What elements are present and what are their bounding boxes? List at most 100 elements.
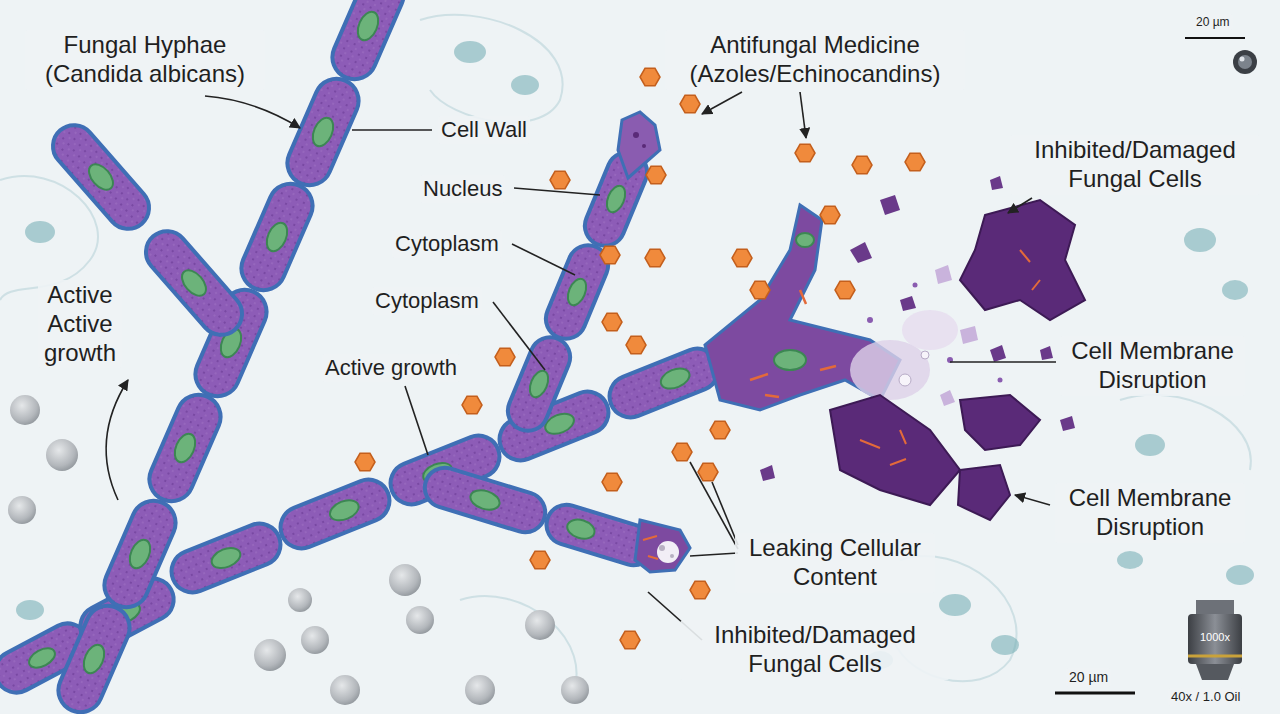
growth-label: Active Active growth	[38, 280, 122, 368]
antifungal-molecules	[640, 68, 660, 85]
damaged-cells	[633, 132, 639, 138]
fungal-hypha	[80, 642, 108, 677]
antifungal-molecules	[690, 581, 710, 598]
antifungal-molecules	[550, 171, 570, 188]
fungal-hypha	[658, 365, 693, 393]
growth-label: Active growth	[322, 354, 460, 382]
part-label: Leaking Cellular Content	[735, 533, 935, 593]
leader-lines	[702, 92, 742, 114]
leader-lines	[690, 462, 738, 549]
tissue-background	[454, 41, 486, 63]
damaged-cells	[850, 242, 872, 263]
scale-label: 20 µm	[1193, 14, 1233, 30]
antifungal-molecules	[820, 206, 840, 223]
part-label: Cell Wall	[438, 116, 530, 144]
fungal-hypha	[44, 117, 157, 238]
antifungal-molecules	[710, 421, 730, 438]
fungal-hypha	[51, 599, 136, 714]
fungal-hypha	[0, 0, 725, 714]
tissue-background	[330, 675, 360, 705]
leader-lines	[514, 188, 600, 195]
damaged-cells	[867, 317, 873, 323]
damaged-cells	[643, 536, 658, 559]
damaged-cells	[850, 340, 930, 400]
damaged-cells	[1020, 250, 1040, 290]
part-label: Cell Membrane Disruption	[1055, 483, 1245, 543]
antifungal-molecules	[600, 246, 620, 263]
antifungal-molecules	[680, 95, 700, 112]
fungal-hypha	[327, 496, 362, 524]
lens-icon	[1233, 50, 1257, 74]
damaged-cells	[860, 430, 906, 465]
tissue-background	[525, 610, 555, 640]
damaged-cells	[960, 200, 1085, 320]
antifungal-molecules	[795, 144, 815, 161]
tissue-background	[288, 588, 312, 612]
tissue-background	[10, 395, 40, 425]
magnification-label: 1000x	[1190, 630, 1240, 645]
fungal-hypha	[263, 220, 291, 255]
tissue-background	[254, 639, 286, 671]
objective-lens-icon	[1188, 614, 1242, 664]
objective-lens-icon	[1196, 600, 1234, 614]
fungal-hypha	[165, 517, 286, 598]
fungal-hypha	[565, 516, 597, 541]
leader-lines	[1008, 198, 1032, 213]
tissue-background	[1120, 395, 1251, 470]
fungal-hypha	[177, 266, 210, 300]
tissue-background	[1222, 280, 1248, 300]
antifungal-molecules	[732, 249, 752, 266]
antifungal-molecules	[602, 473, 622, 490]
leader-lines	[1015, 495, 1050, 505]
tissue-background	[389, 564, 421, 596]
damaged-cells	[635, 520, 690, 572]
tissue-background	[561, 676, 589, 704]
tissue-background	[991, 635, 1019, 655]
fungal-hypha	[26, 644, 58, 671]
tissue-background	[0, 15, 1254, 705]
antifungal-molecules	[645, 249, 665, 266]
leader-lines	[106, 380, 128, 500]
leader-lines	[352, 129, 432, 131]
fungal-hypha	[420, 463, 550, 538]
damaged-cells	[935, 265, 952, 284]
fungal-hypha	[165, 517, 286, 598]
damaged-cells	[659, 545, 665, 551]
tissue-background	[420, 15, 563, 123]
fungal-hypha	[234, 177, 319, 297]
damaged-cells	[913, 283, 918, 288]
damaged-cells	[830, 395, 960, 505]
fungal-hypha	[234, 177, 319, 297]
title-label: Fungal Hyphae (Candida albicans)	[25, 30, 265, 90]
damaged-cells	[960, 395, 1040, 450]
fungal-hypha	[274, 473, 395, 554]
damaged-cells	[902, 310, 958, 350]
fungal-hypha	[171, 431, 199, 466]
antifungal-molecules	[672, 443, 692, 460]
part-label: Cytoplasm	[372, 287, 482, 315]
damaged-cells	[998, 378, 1003, 383]
damaged-cells	[1040, 346, 1053, 360]
tissue-background	[1117, 551, 1143, 569]
damaged-cells	[1060, 416, 1075, 431]
antifungal-molecules	[626, 336, 646, 353]
tissue-background	[301, 626, 329, 654]
antifungal-molecules	[698, 463, 718, 480]
tissue-background	[406, 606, 434, 634]
leader-lines	[512, 244, 575, 275]
damaged-cells	[940, 390, 955, 406]
damaged-cells	[750, 290, 836, 397]
fungal-hypha	[97, 494, 182, 614]
damaged-cells	[642, 144, 646, 148]
antifungal-molecules	[355, 453, 375, 470]
part-label: Cytoplasm	[392, 230, 502, 258]
fungal-hypha	[325, 0, 410, 86]
fungal-hypha	[468, 487, 502, 513]
tissue-background	[465, 675, 495, 705]
fungal-hypha	[142, 388, 227, 508]
antifungal-molecules	[495, 348, 515, 365]
tissue-background	[16, 600, 44, 620]
damaged-cells	[670, 554, 674, 558]
fungal-hypha	[603, 183, 628, 215]
